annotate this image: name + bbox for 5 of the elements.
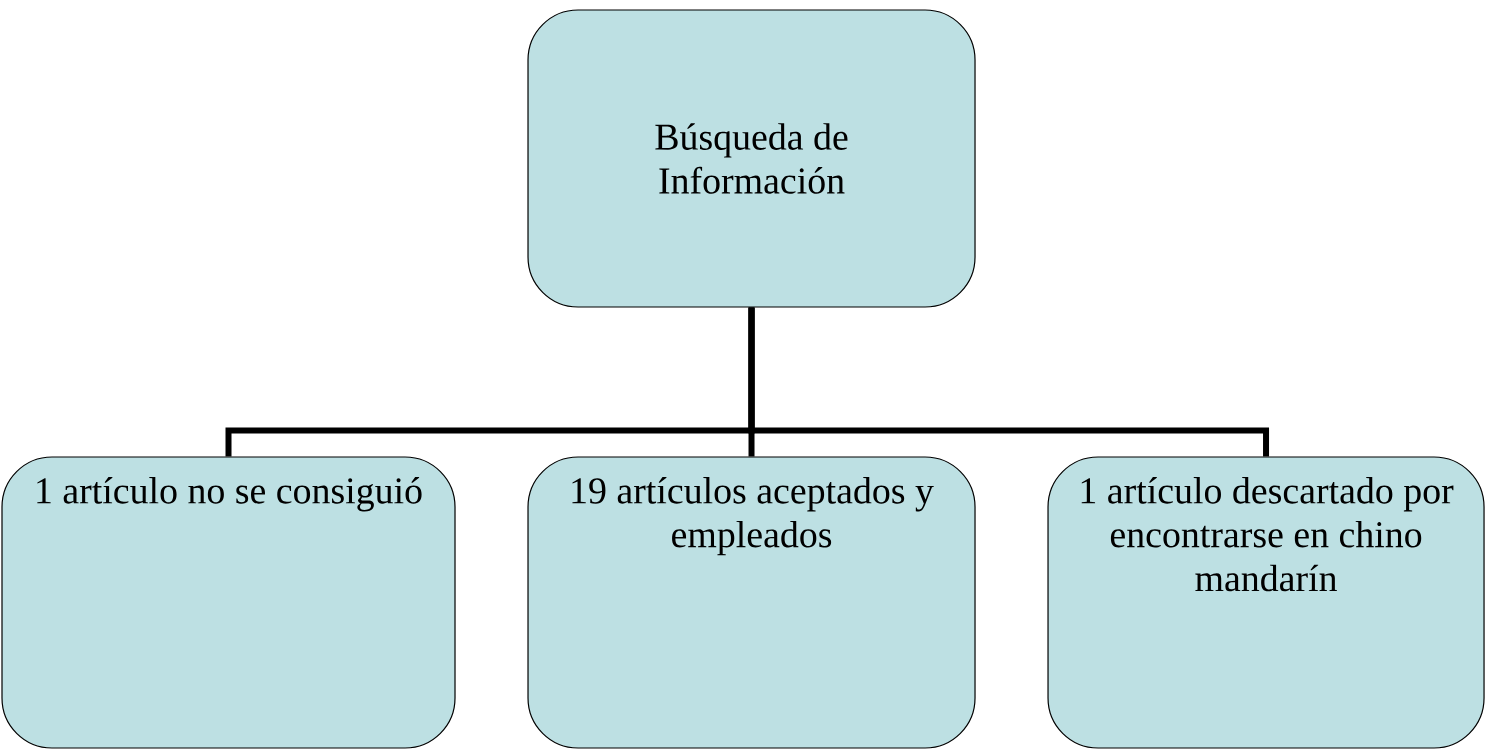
connector-line: [748, 307, 1270, 457]
process-box: 1 artículo no se consiguió: [1, 456, 456, 749]
process-box: 1 artículo descartado por encontrarse en chino mandarín: [1047, 456, 1485, 749]
process-box: 19 artículos aceptados y empleados: [527, 456, 976, 749]
process-box: Búsqueda de Información: [527, 9, 976, 308]
